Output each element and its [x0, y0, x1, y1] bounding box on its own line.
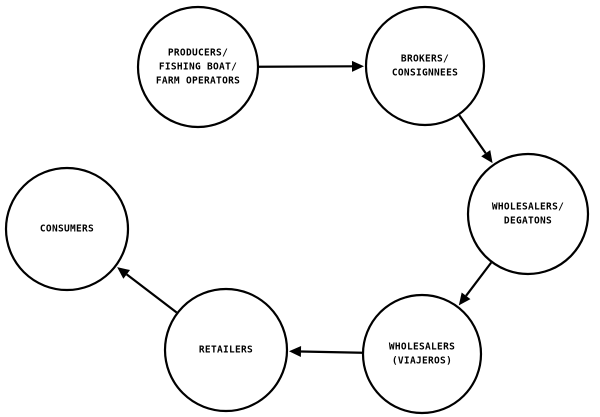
node-circle-wholesalers-degatons — [466, 152, 590, 276]
node-label-retailers-1: RETAILERS — [199, 345, 253, 356]
node-consumers: CONSUMERS — [4, 166, 130, 292]
edge-wholesalers-degatons-to-wholesalers-viajeros — [458, 261, 493, 306]
arrowhead-4 — [288, 346, 302, 358]
node-wholesalers-degatons: WHOLESALERS/DEGATONS — [466, 152, 590, 276]
arrowhead-5 — [117, 267, 131, 279]
node-label-producers-1: PRODUCERS/ — [168, 48, 228, 59]
arrowhead-3 — [458, 292, 471, 306]
node-label-wholesalers-degatons-2: DEGATONS — [504, 216, 552, 227]
node-label-brokers-1: BROKERS/ — [401, 54, 449, 65]
node-retailers: RETAILERS — [163, 287, 289, 413]
edge-producers-to-brokers — [258, 60, 365, 72]
edge-line-4 — [300, 350, 363, 354]
node-label-wholesalers-viajeros-1: WHOLESALERS — [389, 342, 455, 353]
edge-brokers-to-wholesalers-degatons — [458, 114, 493, 164]
node-producers: PRODUCERS/FISHING BOAT/FARM OPERATORS — [136, 5, 260, 129]
node-label-brokers-2: CONSIGNNEES — [392, 68, 458, 79]
node-circle-producers — [136, 5, 260, 129]
edges-layer — [117, 60, 493, 358]
arrowhead-1 — [351, 60, 365, 72]
nodes-layer: PRODUCERS/FISHING BOAT/FARM OPERATORS BRO… — [4, 5, 590, 415]
node-label-producers-3: FARM OPERATORS — [156, 76, 240, 87]
node-circle-brokers — [364, 5, 486, 127]
node-circle-retailers — [163, 287, 289, 413]
node-circle-consumers — [4, 166, 130, 292]
node-label-producers-2: FISHING BOAT/ — [159, 62, 237, 73]
edge-line-3 — [465, 261, 493, 297]
edge-line-2 — [458, 114, 487, 154]
node-wholesalers-viajeros: WHOLESALERS (VIAJEROS) — [361, 293, 483, 415]
node-circle-wholesalers-viajeros — [361, 293, 483, 415]
arrowhead-2 — [481, 150, 493, 164]
node-brokers: BROKERS/CONSIGNNEES — [364, 5, 486, 127]
node-label-consumers-1: CONSUMERS — [40, 224, 94, 235]
node-label-wholesalers-viajeros-2: (VIAJEROS) — [392, 356, 452, 367]
edge-line-5 — [126, 273, 178, 314]
edge-wholesalers-viajeros-to-retailers — [288, 346, 363, 358]
edge-retailers-to-consumers — [117, 267, 178, 314]
node-label-wholesalers-degatons-1: WHOLESALERS/ — [492, 202, 564, 213]
